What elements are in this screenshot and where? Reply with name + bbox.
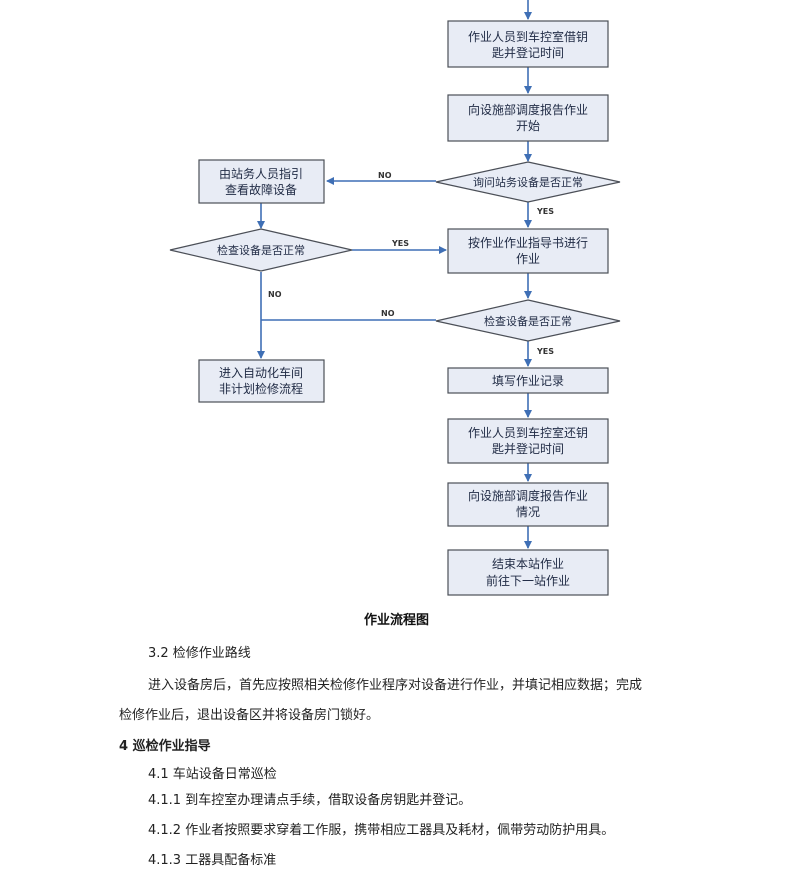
node-report-status xyxy=(447,482,609,527)
flow-connectors xyxy=(257,0,532,549)
node-report-start-line1: 向设施部调度报告作业 xyxy=(468,102,588,117)
decision-check-left xyxy=(169,228,353,272)
decision-check-right-label: 检查设备是否正常 xyxy=(484,314,572,328)
node-auto-repair xyxy=(198,359,325,403)
node-borrow-key xyxy=(447,20,609,68)
node-finish xyxy=(447,549,609,596)
item-4-1-1: 4.1.1 到车控室办理请点手续，借取设备房钥匙并登记。 xyxy=(148,793,472,808)
paragraph-3-2-line1: 进入设备房后，首先应按照相关检修作业程序对设备进行作业，并填记相应数据；完成 xyxy=(148,678,643,693)
node-report-status-line1: 向设施部调度报告作业 xyxy=(468,488,588,503)
edge-label-no-1: NO xyxy=(378,171,392,180)
section-4-1-heading: 4.1 车站设备日常巡检 xyxy=(148,767,277,782)
heading-4: 4 巡检作业指导 xyxy=(119,739,211,754)
edge-label-no-3: NO xyxy=(381,309,395,318)
node-auto-repair-line1: 进入自动化车间 xyxy=(219,365,303,380)
node-finish-line1: 结束本站作业 xyxy=(492,557,564,571)
node-return-key-line1: 作业人员到车控室还钥 xyxy=(468,425,588,440)
edge-label-yes-3: YES xyxy=(536,347,554,356)
node-auto-repair-line2: 非计划检修流程 xyxy=(219,381,303,396)
node-guided-check xyxy=(198,159,325,204)
node-do-work-line2: 作业 xyxy=(516,252,540,266)
node-return-key-line2: 匙并登记时间 xyxy=(492,441,564,456)
item-4-1-2: 4.1.2 作业者按照要求穿着工作服，携带相应工器具及耗材，佩带劳动防护用具。 xyxy=(148,823,615,838)
node-finish-line2: 前往下一站作业 xyxy=(486,573,570,588)
node-do-work-line1: 按作业作业指导书进行 xyxy=(468,235,588,250)
figure-caption: 作业流程图 xyxy=(363,613,429,628)
node-do-work xyxy=(447,228,609,274)
section-3-2-heading: 3.2 检修作业路线 xyxy=(148,646,251,661)
node-report-start xyxy=(447,94,609,142)
node-fill-record-label: 填写作业记录 xyxy=(492,374,564,388)
node-borrow-key-line2: 匙并登记时间 xyxy=(492,45,564,60)
node-report-status-line2: 情况 xyxy=(516,505,540,519)
edge-label-yes-2: YES xyxy=(391,239,409,248)
decision-ask-station xyxy=(435,161,621,203)
edge-label-yes-1: YES xyxy=(536,207,554,216)
node-borrow-key-line1: 作业人员到车控室借钥 xyxy=(468,29,588,44)
decision-check-left-label: 检查设备是否正常 xyxy=(217,243,305,257)
paragraph-3-2-line2: 检修作业后，退出设备区并将设备房门锁好。 xyxy=(119,708,380,723)
node-report-start-line2: 开始 xyxy=(516,119,540,133)
node-return-key xyxy=(447,418,609,464)
node-guided-check-line1: 由站务人员指引 xyxy=(219,166,303,181)
item-4-1-3: 4.1.3 工器具配备标准 xyxy=(148,853,277,868)
node-guided-check-line2: 查看故障设备 xyxy=(225,182,297,197)
decision-check-right xyxy=(435,299,621,342)
flowchart: 作业人员到车控室借钥 匙并登记时间 向设施部调度报告作业 开始 询问站务设备是否… xyxy=(169,0,621,596)
node-fill-record xyxy=(447,367,609,394)
decision-ask-station-label: 询问站务设备是否正常 xyxy=(473,175,583,189)
edge-label-no-2: NO xyxy=(268,290,282,299)
